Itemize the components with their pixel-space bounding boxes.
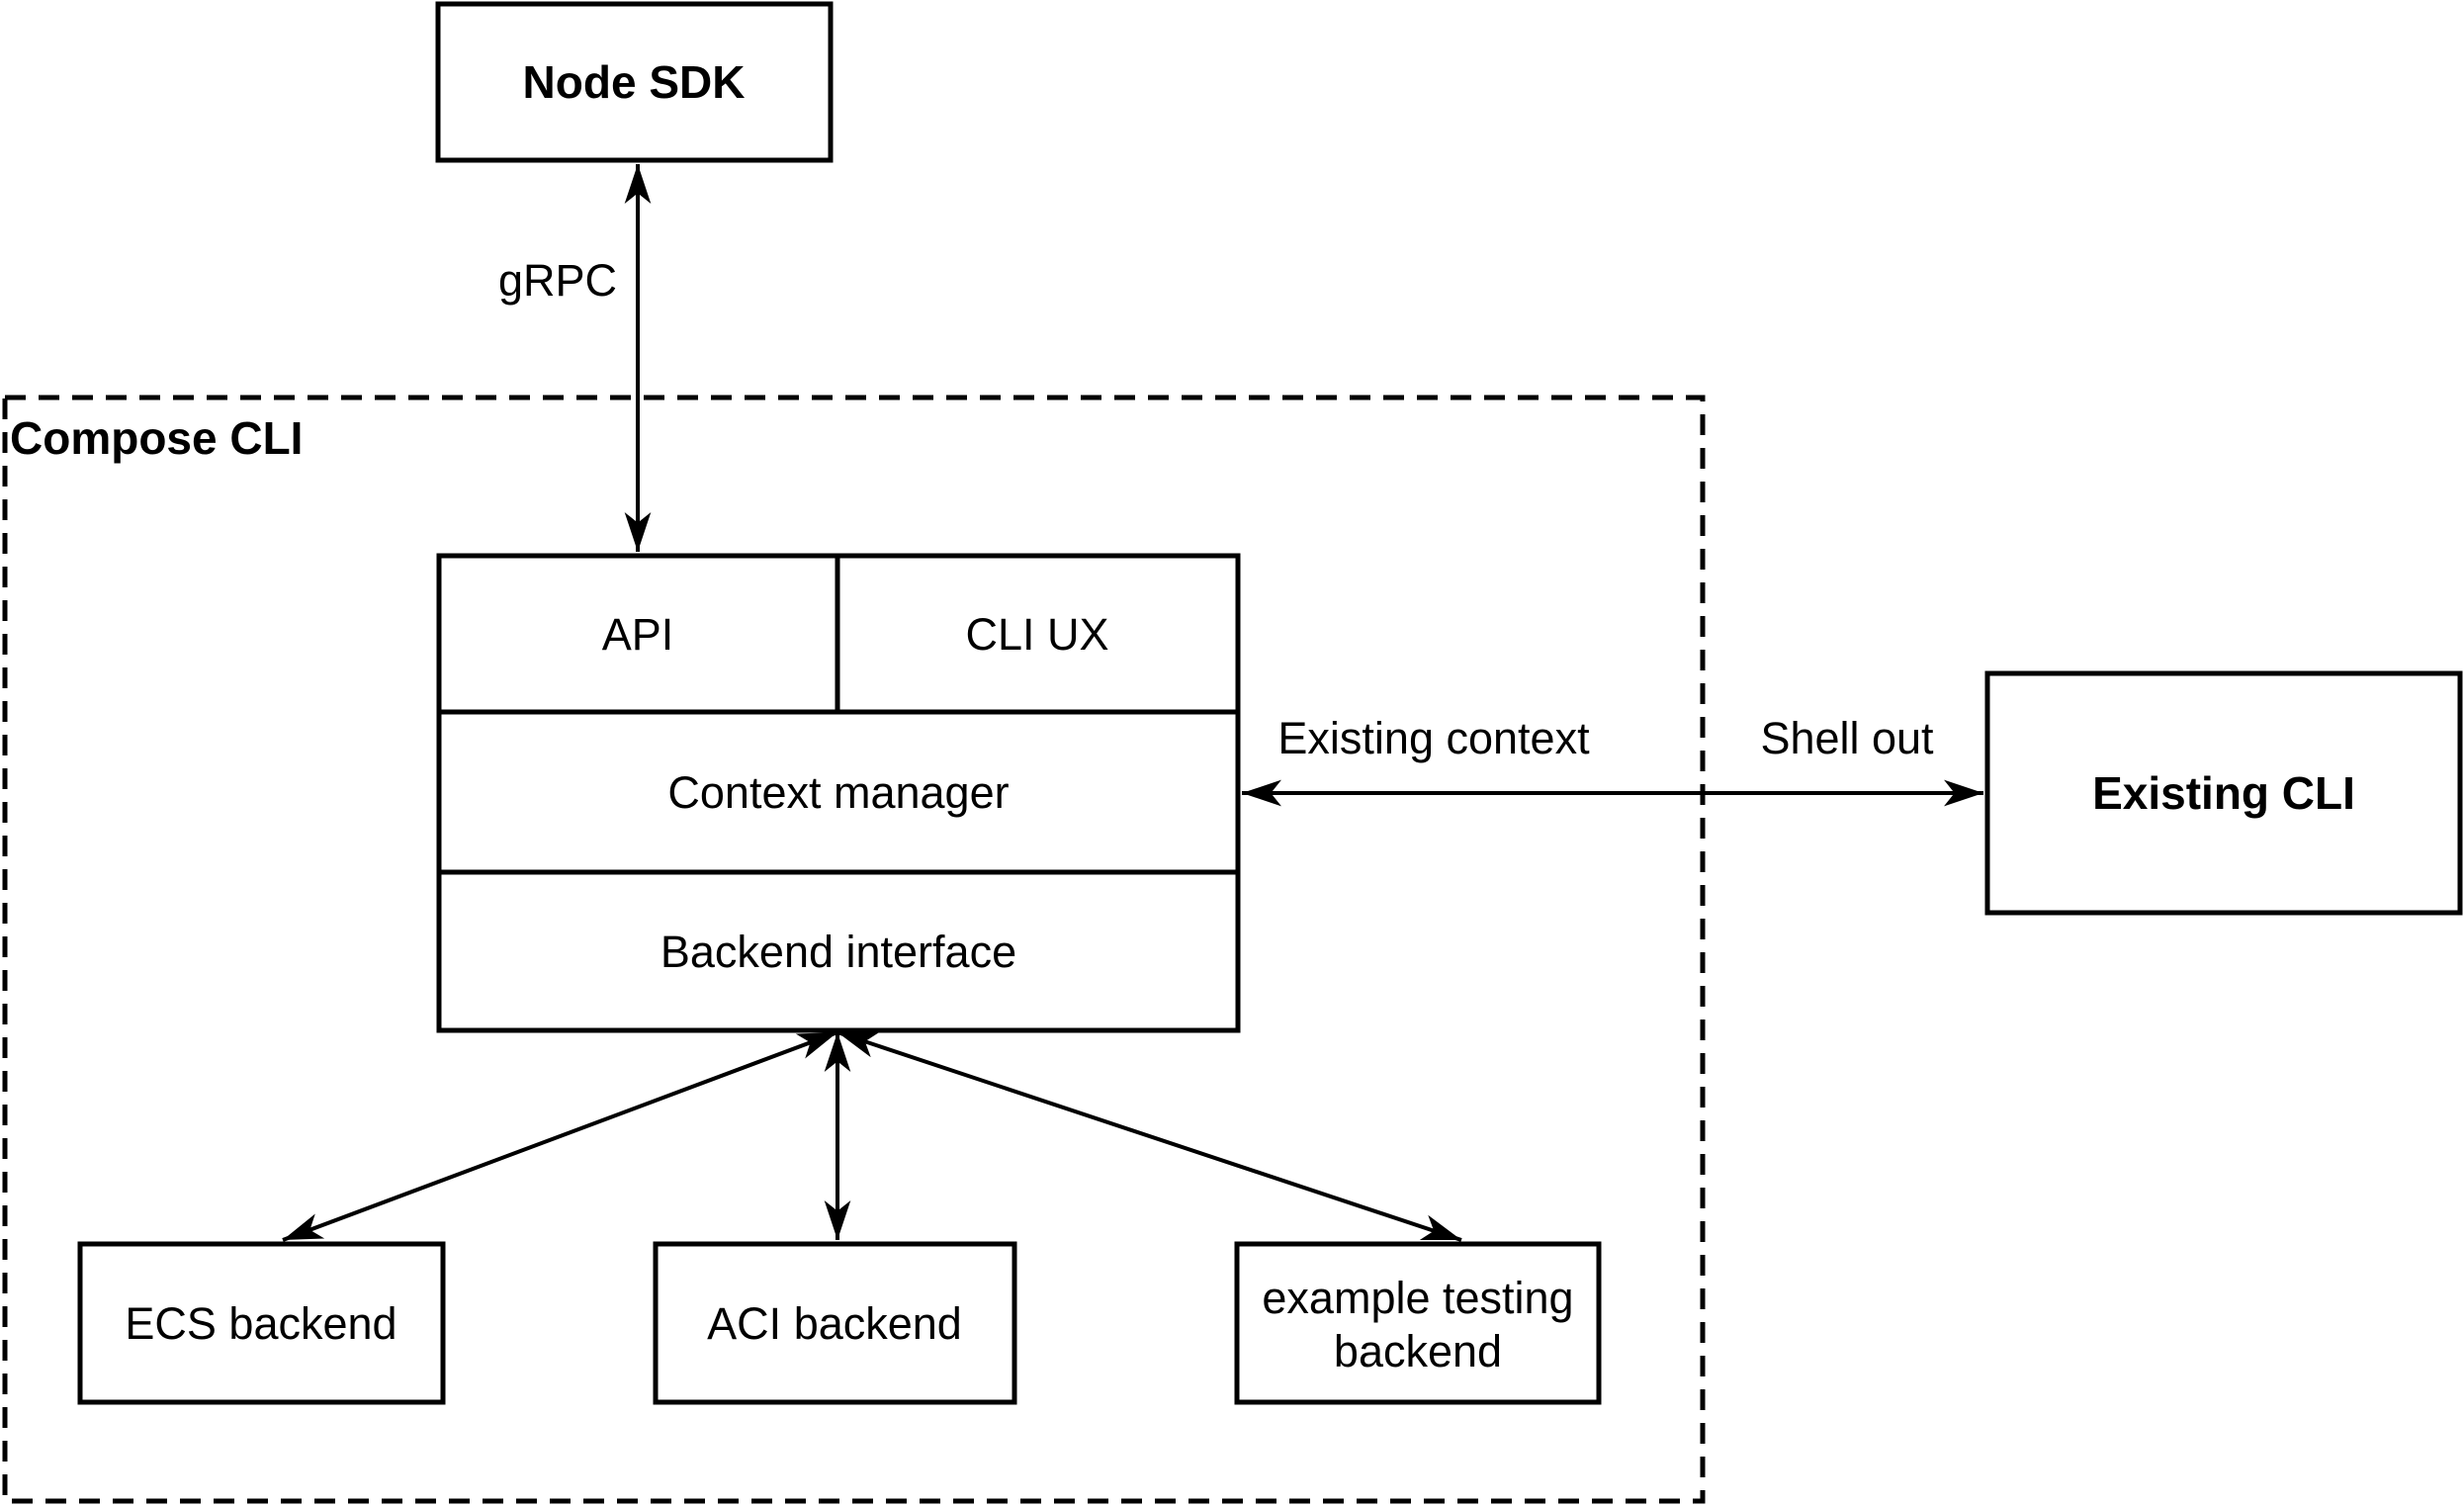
- compose-cli-group-border: [2, 395, 1706, 1504]
- context-manager-cell-label: Context manager: [667, 767, 1009, 818]
- existing-cli-label: Existing CLI: [2092, 767, 2355, 819]
- ecs-backend-box: ECS backend: [77, 1241, 446, 1405]
- existing-context-edge: Existing context Shell out: [1242, 713, 1983, 807]
- grpc-label: gRPC: [498, 255, 617, 306]
- example-testing-backend-label-line2: backend: [1334, 1326, 1502, 1376]
- shell-out-label: Shell out: [1760, 713, 1934, 763]
- example-testing-backend-box: example testing backend: [1234, 1241, 1602, 1405]
- example-testing-backend-label-line1: example testing: [1262, 1273, 1573, 1323]
- cli-core-box: API CLI UX Context manager Backend inter…: [436, 553, 1241, 1033]
- example-backend-arrow: [836, 1030, 1462, 1242]
- ecs-backend-label: ECS backend: [125, 1298, 396, 1349]
- grpc-edge: gRPC: [498, 164, 652, 552]
- ecs-backend-border: [77, 1241, 446, 1405]
- node-sdk-box: Node SDK: [435, 1, 834, 163]
- compose-cli-group: Compose CLI: [2, 395, 1706, 1504]
- cli-ux-cell-label: CLI UX: [965, 609, 1108, 660]
- aci-backend-label: ACI backend: [707, 1298, 962, 1349]
- ecs-backend-arrow: [282, 1030, 838, 1242]
- aci-backend-box: ACI backend: [653, 1241, 1017, 1405]
- node-sdk-label: Node SDK: [523, 56, 746, 108]
- existing-cli-box: Existing CLI: [1984, 670, 2463, 916]
- backend-interface-cell-label: Backend interface: [660, 927, 1016, 977]
- compose-cli-group-label: Compose CLI: [10, 412, 303, 464]
- node-sdk-border: [435, 1, 834, 163]
- existing-context-label: Existing context: [1277, 713, 1590, 763]
- example-testing-backend-border: [1234, 1241, 1602, 1405]
- aci-backend-border: [653, 1241, 1017, 1405]
- cli-core-border: [436, 553, 1241, 1033]
- existing-cli-border: [1984, 670, 2463, 916]
- backend-edges: [282, 1030, 1462, 1242]
- api-cell-label: API: [602, 609, 674, 660]
